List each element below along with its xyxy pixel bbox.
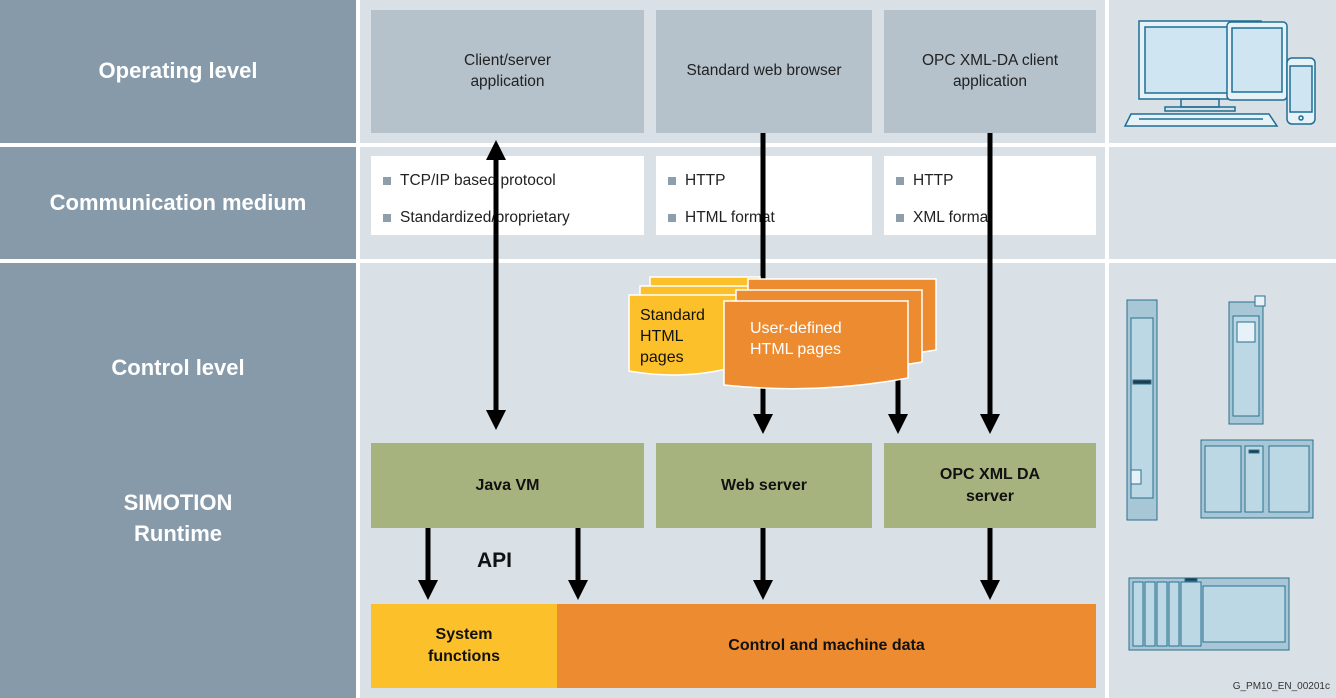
io-rack-icon xyxy=(1128,577,1290,651)
bullet-item: Standardized/proprietary xyxy=(383,207,644,228)
client-server-line1: Client/server xyxy=(464,52,551,70)
bullet-text: HTML format xyxy=(685,208,775,226)
bullet-text: XML format xyxy=(913,208,993,226)
standard-line3: pages xyxy=(640,349,684,366)
devices-panel-communication xyxy=(1109,147,1336,259)
operating-level-text: Operating level xyxy=(98,58,258,84)
figure-id: G_PM10_EN_00201c xyxy=(1232,681,1330,692)
bullet-item: HTTP xyxy=(896,170,1096,191)
drive-controller-icon xyxy=(1126,299,1158,521)
standard-html-pages-label: Standard HTML pages xyxy=(640,305,705,368)
operating-level-label: Operating level xyxy=(0,0,356,143)
standard-line2: HTML xyxy=(640,328,684,345)
bullet-text: HTTP xyxy=(913,171,954,189)
control-machine-data-label: Control and machine data xyxy=(728,637,925,654)
control-level-label: Control level xyxy=(111,355,245,380)
runtime-line2: Runtime xyxy=(134,521,222,546)
communication-medium-text: Communication medium xyxy=(49,189,307,215)
bullet-text: Standardized/proprietary xyxy=(400,208,570,226)
control-level-block xyxy=(0,263,356,698)
client-server-application-box: Client/server application xyxy=(371,10,644,133)
communication-medium-label: Communication medium xyxy=(0,147,356,259)
plc-rack-icon xyxy=(1200,439,1314,519)
bullet-square-icon xyxy=(668,176,676,185)
user-defined-html-pages-label: User-defined HTML pages xyxy=(750,318,842,360)
tablet-icon xyxy=(1226,21,1288,101)
bullet-square-icon xyxy=(668,213,676,222)
user-defined-html-pages-icon xyxy=(723,278,937,390)
web-browser-label: Standard web browser xyxy=(686,62,842,80)
opc-client-line1: OPC XML-DA client xyxy=(921,52,1059,70)
bullet-square-icon xyxy=(896,213,904,222)
standard-line1: Standard xyxy=(640,307,705,324)
web-server-label: Web server xyxy=(721,476,807,494)
standard-web-browser-box: Standard web browser xyxy=(656,10,872,133)
opc-server-line2: server xyxy=(965,487,1015,505)
bullet-text: TCP/IP based protocol xyxy=(400,171,556,189)
api-label: API xyxy=(477,549,513,572)
smartphone-icon xyxy=(1286,57,1316,125)
bullet-text: HTTP xyxy=(685,171,726,189)
tcpip-protocol-box: TCP/IP based protocol Standardized/propr… xyxy=(371,156,644,235)
user-line2: HTML pages xyxy=(750,341,841,358)
user-line1: User-defined xyxy=(750,320,842,337)
system-functions-box: System functions xyxy=(371,604,557,688)
control-machine-data-box: Control and machine data xyxy=(557,604,1096,688)
java-vm-label: Java VM xyxy=(475,476,540,494)
bullet-square-icon xyxy=(383,213,391,222)
bullet-item: HTML format xyxy=(668,207,872,228)
java-vm-box: Java VM xyxy=(371,443,644,528)
client-server-line2: application xyxy=(470,72,545,90)
bullet-item: XML format xyxy=(896,207,1096,228)
control-unit-icon xyxy=(1228,295,1266,425)
opc-client-application-box: OPC XML-DA client application xyxy=(884,10,1096,133)
web-server-box: Web server xyxy=(656,443,872,528)
system-functions-line2: functions xyxy=(428,648,500,665)
opc-server-box: OPC XML DA server xyxy=(884,443,1096,528)
bullet-item: TCP/IP based protocol xyxy=(383,170,644,191)
runtime-line1: SIMOTION xyxy=(123,490,233,515)
bullet-square-icon xyxy=(383,176,391,185)
bullet-square-icon xyxy=(896,176,904,185)
bullet-item: HTTP xyxy=(668,170,872,191)
system-functions-line1: System xyxy=(435,626,493,644)
opc-server-line1: OPC XML DA xyxy=(939,465,1041,483)
opc-client-line2: application xyxy=(952,72,1028,90)
simotion-runtime-label: SIMOTION Runtime xyxy=(0,487,356,549)
device-icons xyxy=(1123,20,1316,651)
